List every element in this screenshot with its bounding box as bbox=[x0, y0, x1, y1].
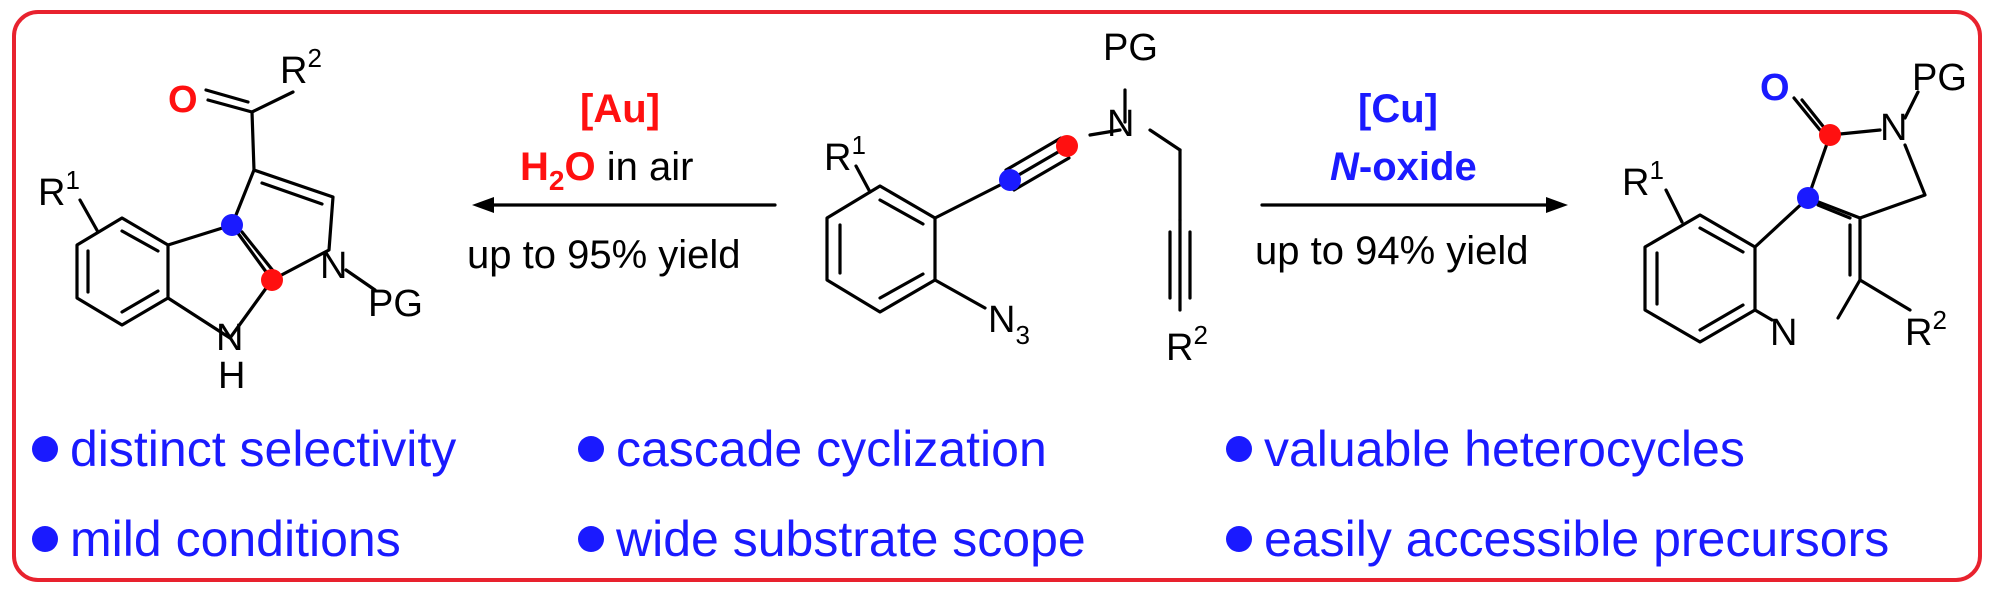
bullet-dot-icon bbox=[1226, 436, 1252, 462]
features-column-3: valuable heterocycles easily accessible … bbox=[1226, 424, 1889, 564]
feature-item: mild conditions bbox=[32, 514, 456, 564]
quinoline-oxygen: O bbox=[1760, 67, 1790, 109]
au-conditions: H2O in air bbox=[520, 145, 693, 196]
indole-r1: R1 bbox=[38, 165, 80, 214]
substrate-pg: PG bbox=[1103, 27, 1158, 69]
features-column-1: distinct selectivity mild conditions bbox=[32, 424, 456, 564]
cu-oxidant: N-oxide bbox=[1330, 145, 1477, 189]
indole-red-atom bbox=[261, 269, 283, 291]
indole-ring-n: N bbox=[320, 245, 347, 287]
cu-catalyst: [Cu] bbox=[1358, 87, 1438, 131]
outer-frame bbox=[12, 10, 1982, 582]
indole-pg: PG bbox=[368, 283, 423, 325]
quinoline-red-atom bbox=[1819, 124, 1841, 146]
left-arrow-head bbox=[472, 197, 494, 213]
bullet-dot-icon bbox=[578, 436, 604, 462]
substrate-blue-atom bbox=[999, 169, 1021, 191]
feature-item: valuable heterocycles bbox=[1226, 424, 1889, 474]
substrate-red-atom bbox=[1056, 135, 1078, 157]
substrate-r2: R2 bbox=[1166, 320, 1208, 369]
quinoline-r1: R1 bbox=[1622, 155, 1664, 204]
substrate-n3: N3 bbox=[988, 299, 1030, 350]
quinoline-ring-n: N bbox=[1770, 312, 1797, 354]
substrate-bonds bbox=[825, 88, 1192, 314]
indole-oxygen: O bbox=[168, 79, 198, 121]
au-catalyst: [Au] bbox=[580, 87, 660, 131]
right-arrow-head bbox=[1546, 197, 1568, 213]
au-yield: up to 95% yield bbox=[467, 233, 741, 277]
quinoline-blue-atom bbox=[1797, 187, 1819, 209]
quinoline-pg: PG bbox=[1912, 57, 1967, 99]
substrate-n: N bbox=[1107, 103, 1134, 145]
substrate-r1: R1 bbox=[824, 130, 866, 179]
features-column-2: cascade cyclization wide substrate scope bbox=[578, 424, 1086, 564]
cu-yield: up to 94% yield bbox=[1255, 229, 1529, 273]
bullet-dot-icon bbox=[1226, 526, 1252, 552]
quinoline-r2: R2 bbox=[1905, 305, 1947, 354]
bullet-dot-icon bbox=[32, 526, 58, 552]
bullet-dot-icon bbox=[32, 436, 58, 462]
indole-nh-h: H bbox=[218, 355, 245, 397]
indole-product-bonds bbox=[75, 88, 377, 340]
feature-item: easily accessible precursors bbox=[1226, 514, 1889, 564]
indole-nh-n: N bbox=[216, 317, 243, 359]
quinoline-product-bonds bbox=[1643, 90, 1927, 344]
bullet-dot-icon bbox=[578, 526, 604, 552]
quinoline-n: N bbox=[1880, 107, 1907, 149]
feature-item: cascade cyclization bbox=[578, 424, 1086, 474]
indole-r2: R2 bbox=[280, 43, 322, 92]
feature-item: wide substrate scope bbox=[578, 514, 1086, 564]
indole-blue-atom bbox=[221, 214, 243, 236]
feature-item: distinct selectivity bbox=[32, 424, 456, 474]
